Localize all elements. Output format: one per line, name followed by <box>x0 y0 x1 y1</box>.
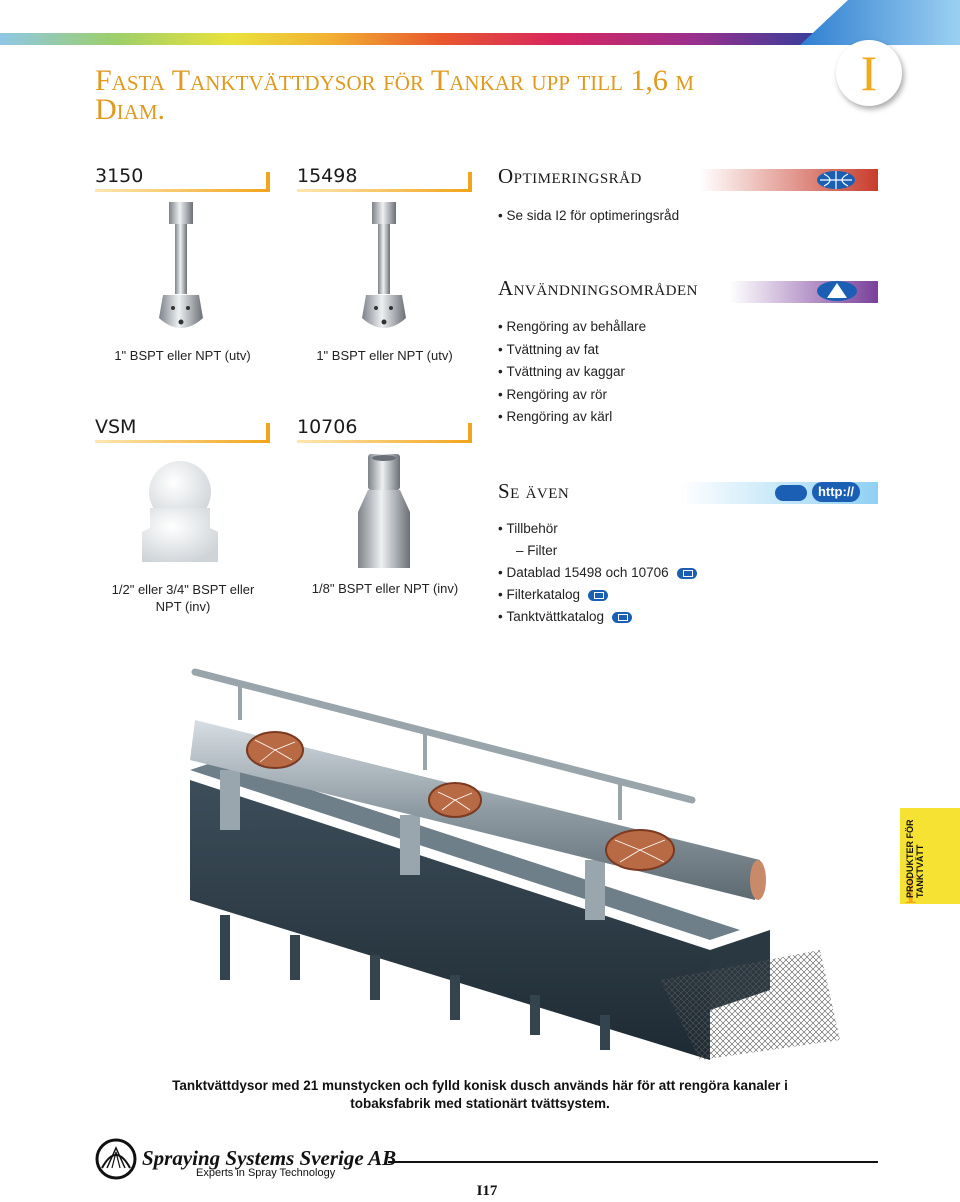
product-heading-tick <box>266 172 270 192</box>
warning-triangle-icon <box>817 281 857 301</box>
header-corner-decoration <box>800 0 960 45</box>
pdf-icon[interactable] <box>676 567 697 579</box>
see-also-list: Tillbehör Filter Datablad 15498 och 1070… <box>498 518 697 628</box>
side-tab-label: PRODUKTER FÖR TANKTVÄTT <box>905 819 925 899</box>
product-heading-tick <box>266 423 270 443</box>
applications-heading: Användningsområden <box>498 276 698 300</box>
product-caption-15498: 1" BSPT eller NPT (utv) <box>316 348 453 363</box>
web-link-badge[interactable]: http:// <box>812 482 860 502</box>
list-item: Tvättning av fat <box>498 339 646 362</box>
optimization-list: Se sida I2 för optimeringsråd <box>498 205 679 228</box>
product-heading-line <box>95 440 270 443</box>
product-code-3150: 3150 <box>95 165 144 187</box>
product-heading-line <box>297 189 472 192</box>
product-caption-10706: 1/8" BSPT eller NPT (inv) <box>311 581 459 596</box>
product-code-10706: 10706 <box>297 416 358 438</box>
footer-divider <box>388 1161 878 1163</box>
header-rainbow-bar <box>0 33 960 45</box>
list-item-label: Tillbehör <box>506 521 558 536</box>
see-also-item-filter[interactable]: Filter <box>498 540 697 562</box>
pdf-icon[interactable] <box>612 611 633 623</box>
list-item: Rengöring av rör <box>498 384 646 407</box>
see-also-item-datasheet[interactable]: Datablad 15498 och 10706 <box>498 562 697 584</box>
list-item: Se sida I2 för optimeringsråd <box>498 205 679 228</box>
side-tab-letter: I <box>904 867 918 912</box>
globe-icon <box>817 171 855 189</box>
see-also-heading: Se även <box>498 479 570 503</box>
see-also-item-tank-catalog[interactable]: Tanktvättkatalog <box>498 606 697 628</box>
illustration-caption: Tanktvättdysor med 21 munstycken och fyl… <box>172 1078 788 1111</box>
page-number: I17 <box>476 1183 498 1199</box>
product-caption-vsm: 1/2" eller 3/4" BSPT eller NPT (inv) <box>111 582 255 614</box>
list-item-label: Filter <box>527 543 558 558</box>
product-heading-tick <box>468 423 472 443</box>
product-heading-tick <box>468 172 472 192</box>
company-logo <box>95 1138 137 1180</box>
page-title: Fasta Tanktvättdysor för Tankar upp till… <box>95 64 695 126</box>
nozzle-3150-image <box>159 202 203 328</box>
pdf-icon[interactable] <box>588 589 609 601</box>
list-item: Rengöring av behållare <box>498 316 646 339</box>
pdf-icon <box>775 485 807 501</box>
see-also-item-accessories[interactable]: Tillbehör <box>498 518 697 540</box>
nozzle-10706-image <box>358 454 410 568</box>
nozzle-vsm-image <box>142 461 218 562</box>
applications-list: Rengöring av behållare Tvättning av fat … <box>498 316 646 429</box>
company-name: Spraying Systems Sverige AB <box>142 1146 397 1170</box>
section-letter-badge: I <box>836 40 902 106</box>
see-also-item-filter-catalog[interactable]: Filterkatalog <box>498 584 697 606</box>
list-item: Tvättning av kaggar <box>498 361 646 384</box>
product-caption-3150: 1" BSPT eller NPT (utv) <box>114 348 251 363</box>
product-code-vsm: VSM <box>95 416 137 438</box>
side-tab[interactable] <box>900 808 960 904</box>
product-heading-line <box>95 189 270 192</box>
list-item-label: Datablad 15498 och 10706 <box>506 565 669 580</box>
product-code-15498: 15498 <box>297 165 358 187</box>
list-item-label: Tanktvättkatalog <box>506 609 605 624</box>
list-item-label: Filterkatalog <box>506 587 581 602</box>
tank-cleaning-illustration <box>190 668 840 1060</box>
optimization-heading: Optimeringsråd <box>498 164 642 188</box>
nozzle-15498-image <box>362 202 406 328</box>
company-tagline: Experts in Spray Technology <box>196 1167 336 1179</box>
list-item: Rengöring av kärl <box>498 406 646 429</box>
product-heading-line <box>297 440 472 443</box>
